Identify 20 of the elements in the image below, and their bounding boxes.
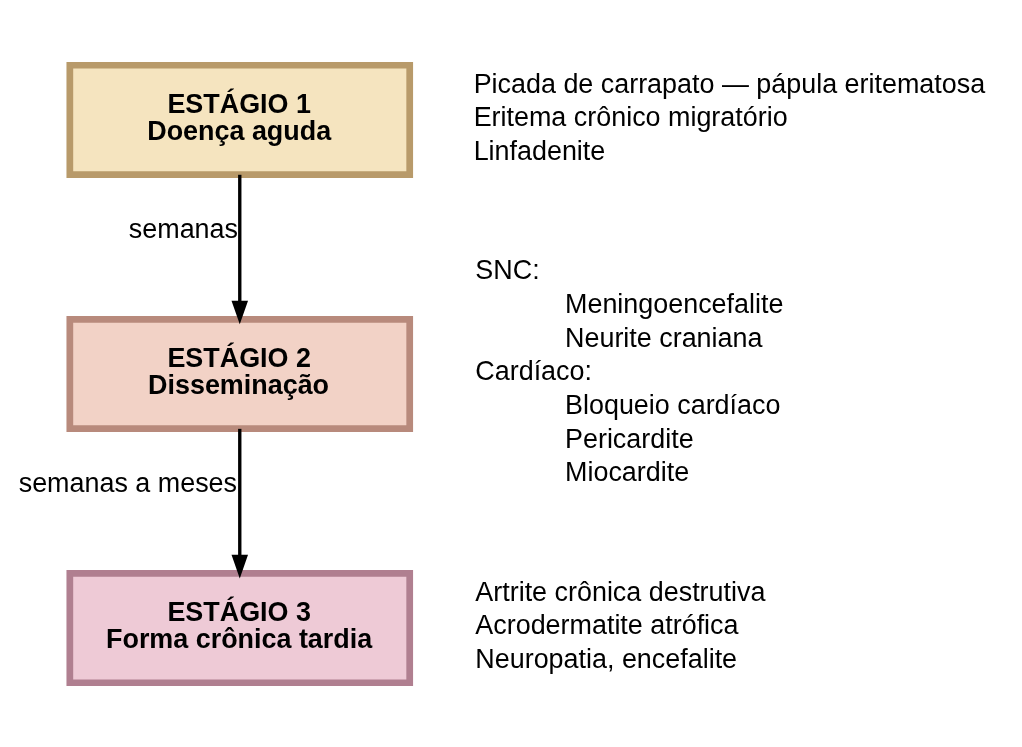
node-label: Acrodermatite atrófica xyxy=(474,609,739,640)
arrow xyxy=(231,428,248,578)
node-label: Neurite craniana xyxy=(564,322,762,353)
node-label: Miocardite xyxy=(564,456,689,487)
node-label: Pericardite xyxy=(564,423,694,454)
edge-label: semanas a meses xyxy=(18,467,237,498)
node-label: Artrite crônica destrutiva xyxy=(474,576,765,607)
node-box: ESTÁGIO 3 Forma crônica tardia xyxy=(65,569,413,686)
node-label: Meningoencefalite xyxy=(564,288,783,319)
node-label: SNC: xyxy=(474,254,540,285)
node-label: Picada de carrapato — pápula eritematosa xyxy=(473,68,985,99)
edge-label: semanas xyxy=(128,213,238,244)
node-label: Linfadenite xyxy=(473,135,605,166)
node-box: ESTÁGIO 1 Doença aguda xyxy=(65,61,413,178)
node-label: Bloqueio cardíaco xyxy=(564,389,780,420)
node-box: ESTÁGIO 2 Disseminação xyxy=(65,315,413,432)
node-label: Neuropatia, encefalite xyxy=(474,643,737,674)
node-label: Eritema crônico migratório xyxy=(473,101,788,132)
node-label: Cardíaco: xyxy=(474,355,592,386)
arrow xyxy=(231,174,248,324)
